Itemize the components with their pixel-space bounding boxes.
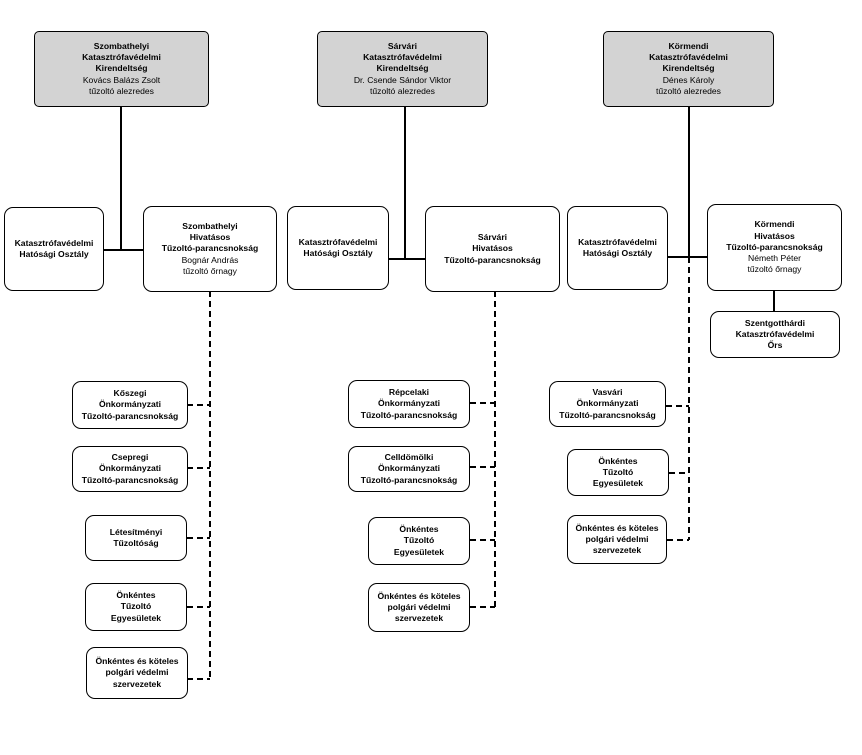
box-line: Tűzoltó-parancsnokság xyxy=(81,474,179,485)
person-rank: tűzoltó őrnagy xyxy=(183,265,237,276)
letesitmenyi-box: Létesítményi Tűzoltóság xyxy=(85,515,187,561)
szombathely-hatosagi-osztaly-box: Katasztrófavédelmi Hatósági Osztály xyxy=(4,207,104,291)
box-line: Celldömölki xyxy=(384,452,434,463)
box-line: Tűzoltóság xyxy=(113,538,159,548)
box-line: Önkéntes xyxy=(399,524,439,535)
csepregi-box: Csepregi Önkormányzati Tűzoltó-parancsno… xyxy=(72,446,188,492)
polgari-vedelmi-box: Önkéntes és köteles polgári védelmi szer… xyxy=(368,583,470,632)
box-line: Önkéntes xyxy=(598,455,638,466)
box-line: Tűzoltó xyxy=(602,466,634,477)
box-line: Kirendeltség xyxy=(376,63,429,74)
person-rank: tűzoltó őrnagy xyxy=(747,264,802,275)
polgari-vedelmi-box: Önkéntes és köteles polgári védelmi szer… xyxy=(567,515,667,564)
box-line: Önkormányzati xyxy=(377,398,441,409)
box-line: Önkormányzati xyxy=(98,399,162,410)
celldomolki-box: Celldömölki Önkormányzati Tűzoltó-paranc… xyxy=(348,446,470,492)
box-line: Önkéntes xyxy=(116,590,156,601)
person-rank: tűzoltó alezredes xyxy=(89,85,154,96)
koszegi-box: Kőszegi Önkormányzati Tűzoltó-parancsnok… xyxy=(72,381,188,429)
box-line: Tűzoltó xyxy=(120,601,152,612)
box-line: Hatósági Osztály xyxy=(19,249,89,259)
box-line: Csepregi xyxy=(111,452,149,463)
box-line: Katasztrófavédelmi xyxy=(363,52,442,63)
box-line: Létesítményi xyxy=(109,526,163,537)
onkentes-tuzolto-box: Önkéntes Tűzoltó Egyesületek xyxy=(85,583,187,631)
box-line: Kirendeltség xyxy=(95,63,148,74)
box-line: Katasztrófavédelmi xyxy=(735,328,815,339)
box-line: Katasztrófavédelmi xyxy=(82,52,161,63)
box-line: Szombathelyi xyxy=(182,220,238,231)
person-name: Németh Péter xyxy=(747,253,802,264)
box-line: Önkormányzati xyxy=(377,463,441,474)
box-line: Önkéntes és köteles xyxy=(575,522,659,533)
box-line: Önkormányzati xyxy=(576,398,639,409)
box-line: Körmendi xyxy=(668,40,709,51)
szombathely-kirendeltseg-box: Szombathelyi Katasztrófavédelmi Kirendel… xyxy=(34,31,209,107)
person-name: Dénes Károly xyxy=(662,74,715,85)
sarvar-kirendeltseg-box: Sárvári Katasztrófavédelmi Kirendeltség … xyxy=(317,31,488,107)
kormend-hatosagi-osztaly-box: Katasztrófavédelmi Hatósági Osztály xyxy=(567,206,668,290)
person-name: Dr. Csende Sándor Viktor xyxy=(353,74,452,85)
person-name: Kovács Balázs Zsolt xyxy=(82,74,161,85)
box-line: polgári védelmi xyxy=(105,667,169,678)
box-line: Hatósági Osztály xyxy=(303,248,373,258)
person-rank: tűzoltó alezredes xyxy=(370,85,435,96)
box-line: Szentgotthárdi xyxy=(744,317,806,328)
box-line: Egyesületek xyxy=(110,612,162,623)
vasvari-box: Vasvári Önkormányzati Tűzoltó-parancsnok… xyxy=(549,381,666,427)
box-line: Önkormányzati xyxy=(98,463,162,474)
box-line: Hatósági Osztály xyxy=(582,248,653,258)
box-line: Katasztrófavédelmi xyxy=(14,237,94,248)
sarvar-hatosagi-osztaly-box: Katasztrófavédelmi Hatósági Osztály xyxy=(287,206,389,290)
polgari-vedelmi-box: Önkéntes és köteles polgári védelmi szer… xyxy=(86,647,188,699)
szombathely-hivatasos-box: Szombathelyi Hivatásos Tűzoltó-parancsno… xyxy=(143,206,277,292)
box-line: Répcelaki xyxy=(388,387,430,398)
box-line: Tűzoltó-parancsnokság xyxy=(444,254,541,265)
box-line: Tűzoltó-parancsnokság xyxy=(360,474,458,485)
box-line: Vasvári xyxy=(592,387,623,398)
box-line: Hivatásos xyxy=(472,243,513,254)
box-line: szervezetek xyxy=(112,678,162,689)
box-line: Hivatásos xyxy=(754,230,795,241)
onkentes-tuzolto-box: Önkéntes Tűzoltó Egyesületek xyxy=(368,517,470,565)
box-line: Tűzoltó-parancsnokság xyxy=(559,409,656,420)
box-line: Önkéntes és köteles xyxy=(377,590,461,601)
box-line: Tűzoltó xyxy=(403,535,435,546)
box-line: Egyesületek xyxy=(592,478,644,489)
box-line: Tűzoltó-parancsnokság xyxy=(726,241,823,252)
box-line: Önkéntes és köteles xyxy=(95,656,179,667)
box-line: Tűzoltó-parancsnokság xyxy=(360,409,458,420)
person-name: Bognár András xyxy=(181,254,239,265)
box-line: Őrs xyxy=(767,340,783,351)
box-line: Tűzoltó-parancsnokság xyxy=(161,243,259,254)
box-line: Katasztrófavédelmi xyxy=(578,236,657,247)
box-line: Egyesületek xyxy=(393,546,445,557)
box-line: Katasztrófavédelmi xyxy=(649,52,728,63)
box-line: szervezetek xyxy=(592,545,642,556)
szentgotthard-ors-box: Szentgotthárdi Katasztrófavédelmi Őrs xyxy=(710,311,840,358)
box-line: Kirendeltség xyxy=(662,63,715,74)
box-line: Hivatásos xyxy=(189,232,231,243)
kormend-kirendeltseg-box: Körmendi Katasztrófavédelmi Kirendeltség… xyxy=(603,31,774,107)
repcelaki-box: Répcelaki Önkormányzati Tűzoltó-parancsn… xyxy=(348,380,470,428)
box-line: szervezetek xyxy=(394,613,444,624)
box-line: Sárvári xyxy=(387,40,418,51)
kormend-hivatasos-box: Körmendi Hivatásos Tűzoltó-parancsnokság… xyxy=(707,204,842,291)
box-line: polgári védelmi xyxy=(585,533,649,544)
person-rank: tűzoltó alezredes xyxy=(656,85,721,96)
box-line: Körmendi xyxy=(754,219,795,230)
sarvar-hivatasos-box: Sárvári Hivatásos Tűzoltó-parancsnokság xyxy=(425,206,560,292)
box-line: Tűzoltó-parancsnokság xyxy=(81,410,179,421)
box-line: Szombathelyi xyxy=(93,40,150,51)
box-line: Kőszegi xyxy=(113,388,147,399)
box-line: polgári védelmi xyxy=(387,601,451,612)
onkentes-tuzolto-box: Önkéntes Tűzoltó Egyesületek xyxy=(567,449,669,496)
box-line: Katasztrófavédelmi xyxy=(298,236,378,247)
box-line: Sárvári xyxy=(477,232,508,243)
